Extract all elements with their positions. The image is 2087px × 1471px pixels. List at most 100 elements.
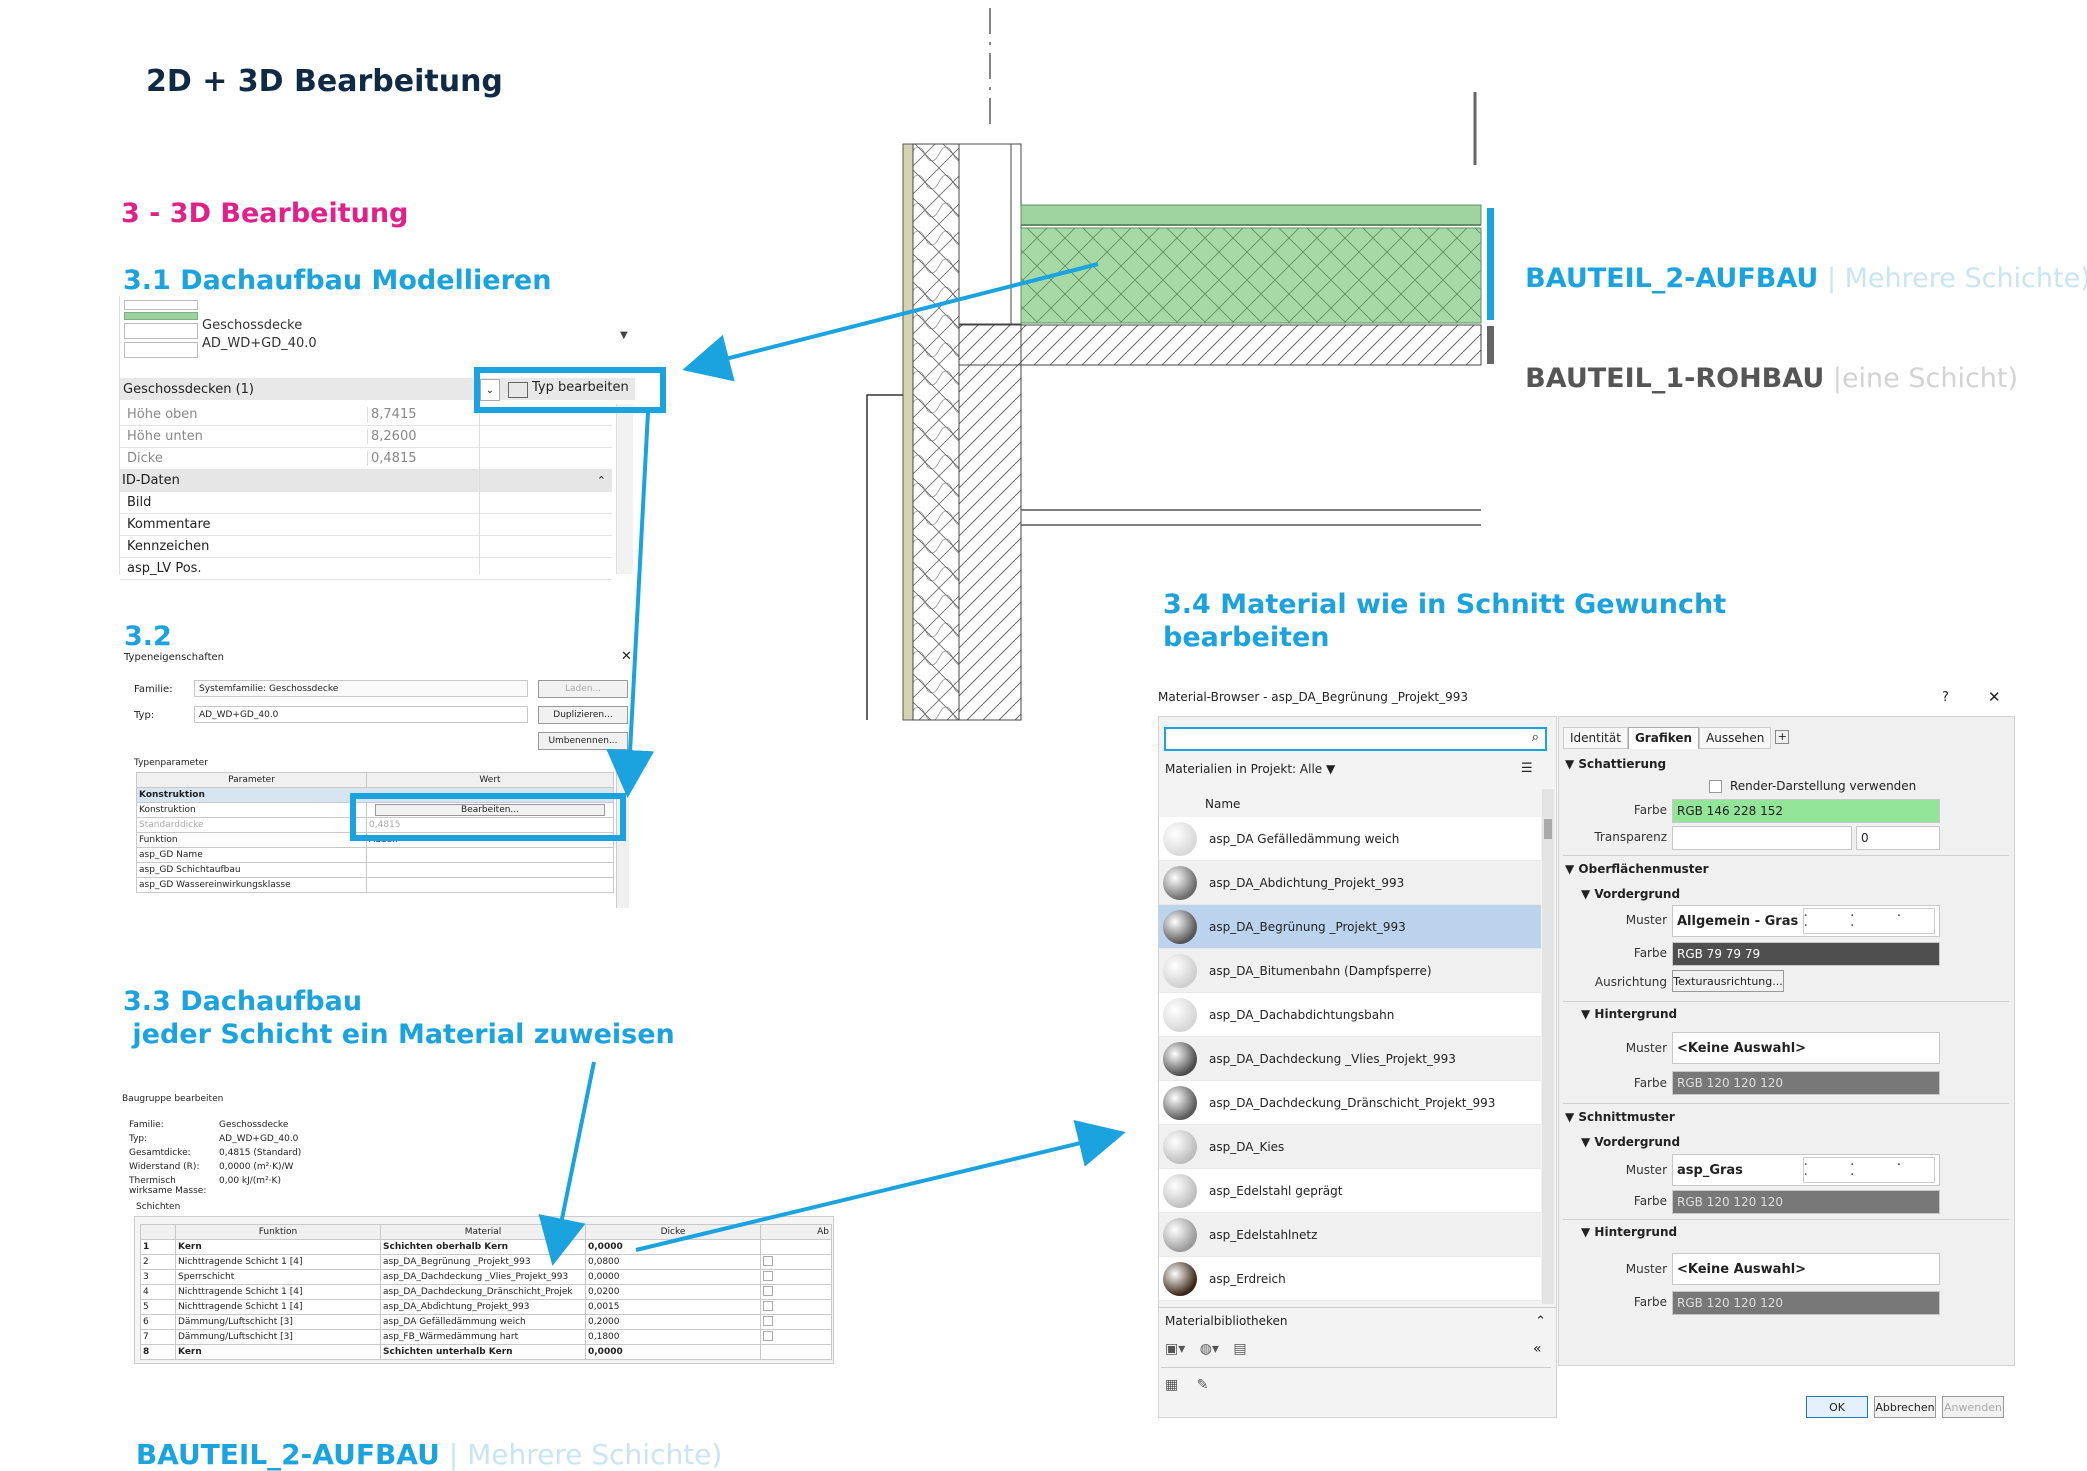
- layer-checkbox[interactable]: [763, 1255, 773, 1266]
- library-folder-icon[interactable]: ▣▾: [1165, 1341, 1186, 1357]
- create-material-icon[interactable]: ▦: [1165, 1377, 1179, 1393]
- cut-background-header[interactable]: ▼ Hintergrund: [1581, 1225, 1678, 1239]
- transparency-slider[interactable]: [1672, 826, 1852, 850]
- param-row-gd-name[interactable]: asp_GD Name: [136, 847, 614, 863]
- layer-checkbox[interactable]: [763, 1330, 773, 1341]
- tab-graphics[interactable]: Grafiken: [1627, 727, 1700, 749]
- transparency-value[interactable]: 0: [1856, 826, 1940, 850]
- help-icon[interactable]: ?: [1942, 690, 1949, 705]
- material-list-item[interactable]: asp_DA_Begrünung _Projekt_993: [1159, 905, 1541, 949]
- prop-row-image[interactable]: Bild: [120, 492, 612, 514]
- tab-identity[interactable]: Identität: [1563, 727, 1628, 749]
- load-button[interactable]: Laden...: [538, 680, 628, 698]
- shading-header[interactable]: ▼ Schattierung: [1565, 757, 1667, 771]
- type-selector-dropdown-icon[interactable]: ▼: [620, 330, 628, 341]
- layer-checkbox[interactable]: [763, 1285, 773, 1296]
- material-list-item[interactable]: asp_DA_Bitumenbahn (Dampfsperre): [1159, 949, 1541, 993]
- edit-type-button[interactable]: Typ bearbeiten: [532, 380, 629, 395]
- material-list-item[interactable]: asp_DA Gefälledämmung weich: [1159, 817, 1541, 861]
- duplicate-button[interactable]: Duplizieren...: [538, 706, 628, 724]
- prop-row-mark[interactable]: Kennzeichen: [120, 536, 612, 558]
- family-select[interactable]: Systemfamilie: Geschossdecke: [194, 680, 528, 697]
- material-swatch-icon: [1163, 1173, 1197, 1208]
- surface-bg-color-label: Farbe: [1633, 1076, 1667, 1090]
- collapse-icon[interactable]: ⌃: [596, 474, 606, 487]
- edit-assembly-title: Baugruppe bearbeiten: [122, 1094, 224, 1104]
- list-view-icon[interactable]: ☰: [1521, 761, 1533, 776]
- apply-button[interactable]: Anwenden: [1942, 1396, 2004, 1418]
- material-list-item[interactable]: asp_Erdreich: [1159, 1257, 1541, 1301]
- material-list-item[interactable]: asp_DA_Dachdeckung_Dränschicht_Projekt_9…: [1159, 1081, 1541, 1125]
- surface-bg-pattern-field[interactable]: <Keine Auswahl>: [1672, 1032, 1940, 1064]
- close-icon[interactable]: ✕: [1988, 688, 2001, 706]
- collapse-left-icon[interactable]: «: [1533, 1341, 1542, 1357]
- texture-alignment-button[interactable]: Texturausrichtung...: [1672, 970, 1784, 992]
- instance-filter-label: Geschossdecken (1): [123, 381, 254, 397]
- material-swatch-icon: [1163, 1041, 1197, 1076]
- layer-checkbox[interactable]: [763, 1315, 773, 1326]
- prop-row-thickness: Dicke 0,4815: [120, 448, 612, 470]
- material-list-item[interactable]: asp_DA_Dachdeckung _Vlies_Projekt_993: [1159, 1037, 1541, 1081]
- cut-bg-color-field[interactable]: RGB 120 120 120: [1672, 1291, 1940, 1315]
- cut-foreground-header[interactable]: ▼ Vordergrund: [1581, 1135, 1681, 1149]
- cut-bg-pattern-field[interactable]: <Keine Auswahl>: [1672, 1253, 1940, 1285]
- cut-fg-pattern-field[interactable]: asp_Gras . . . . .: [1672, 1154, 1940, 1186]
- cancel-button[interactable]: Abbrechen: [1874, 1396, 1936, 1418]
- material-list-scrollbar[interactable]: [1542, 789, 1554, 1304]
- id-data-group-header[interactable]: ID-Daten ⌃: [120, 470, 612, 492]
- layer-checkbox[interactable]: [763, 1270, 773, 1281]
- param-row-gd-water[interactable]: asp_GD Wassereinwirkungsklasse: [136, 877, 614, 893]
- type-params-label: Typenparameter: [134, 758, 208, 768]
- edit-material-icon[interactable]: ✎: [1196, 1377, 1209, 1393]
- material-list-item[interactable]: asp_Edelstahlnetz: [1159, 1213, 1541, 1257]
- add-tab-button[interactable]: +: [1775, 730, 1790, 744]
- ok-button[interactable]: OK: [1806, 1396, 1868, 1418]
- material-list-item[interactable]: asp_DA_Kies: [1159, 1125, 1541, 1169]
- surface-fg-color-field[interactable]: RGB 79 79 79: [1672, 942, 1940, 966]
- material-name: asp_DA_Abdichtung_Projekt_993: [1209, 875, 1405, 890]
- cut-bg-color-label: Farbe: [1633, 1295, 1667, 1309]
- material-libraries-bar[interactable]: Materialbibliotheken ⌃: [1159, 1307, 1556, 1334]
- editor-tabs: Identität Grafiken Aussehen +: [1563, 727, 1790, 749]
- cut-fg-color-label: Farbe: [1633, 1194, 1667, 1208]
- library-panel-icon[interactable]: ▤: [1233, 1341, 1247, 1357]
- globe-icon[interactable]: ◍▾: [1199, 1341, 1219, 1357]
- dialog-close-icon[interactable]: ✕: [621, 649, 632, 664]
- prop-row-comments[interactable]: Kommentare: [120, 514, 612, 536]
- rename-button[interactable]: Umbenennen...: [538, 732, 628, 750]
- material-list-item[interactable]: asp_DA_Abdichtung_Projekt_993: [1159, 861, 1541, 905]
- collapse-up-icon[interactable]: ⌃: [1535, 1313, 1546, 1329]
- properties-scrollbar[interactable]: [616, 404, 633, 574]
- prop-row-lv-pos[interactable]: asp_LV Pos.: [120, 558, 612, 580]
- type-select[interactable]: AD_WD+GD_40.0: [194, 706, 528, 723]
- tab-appearance[interactable]: Aussehen: [1699, 727, 1772, 749]
- filter-dropdown-button[interactable]: ⌄: [480, 379, 500, 401]
- surface-fg-pattern-field[interactable]: Allgemein - Gras . . . . .: [1672, 905, 1940, 937]
- material-search-input[interactable]: ⌕: [1164, 727, 1547, 751]
- shading-color-field[interactable]: RGB 146 228 152: [1672, 799, 1940, 823]
- material-list-item[interactable]: asp_DA_Dachabdichtungsbahn: [1159, 993, 1541, 1037]
- surface-foreground-header[interactable]: ▼ Vordergrund: [1581, 887, 1681, 901]
- cut-fg-color-field[interactable]: RGB 120 120 120: [1672, 1190, 1940, 1214]
- param-row-konstruktion: Konstruktion Bearbeiten...: [136, 802, 614, 818]
- funnel-icon: ▼: [1326, 762, 1336, 776]
- surface-pattern-header[interactable]: ▼ Oberflächenmuster: [1565, 862, 1709, 876]
- layer-checkbox[interactable]: [763, 1300, 773, 1311]
- layers-label: Schichten: [136, 1202, 181, 1212]
- surface-background-header[interactable]: ▼ Hintergrund: [1581, 1007, 1678, 1021]
- render-appearance-checkbox[interactable]: [1709, 779, 1722, 793]
- cut-pattern-header[interactable]: ▼ Schnittmuster: [1565, 1110, 1675, 1124]
- param-row-gd-layers[interactable]: asp_GD Schichtaufbau: [136, 862, 614, 878]
- surface-bg-color-field[interactable]: RGB 120 120 120: [1672, 1071, 1940, 1095]
- material-list-item[interactable]: asp_Edelstahl geprägt: [1159, 1169, 1541, 1213]
- materials-filter[interactable]: Materialien in Projekt: Alle ▼: [1165, 762, 1336, 776]
- edit-structure-button[interactable]: Bearbeiten...: [375, 804, 605, 816]
